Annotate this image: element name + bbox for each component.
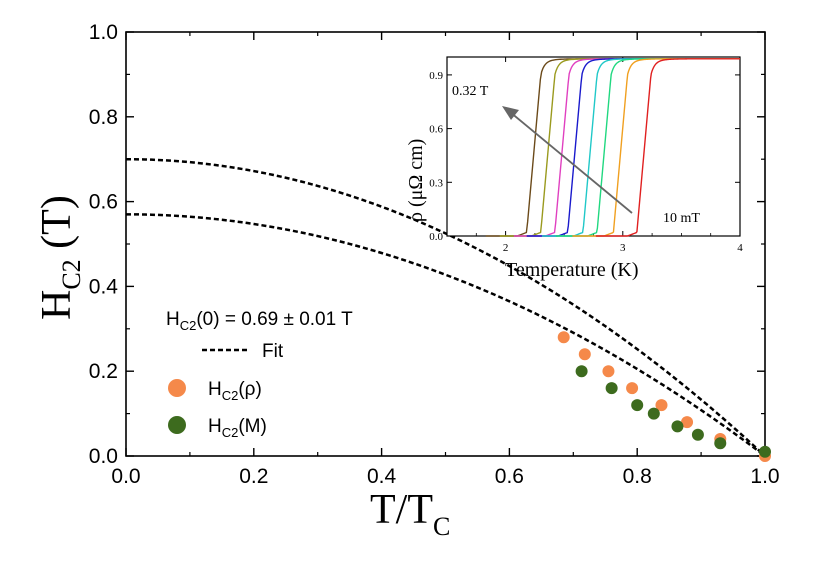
inset-plot: 2 3 4 0.0 0.3 0.6 0.9 0.32 T 10 mT Temperature… [405, 56, 743, 281]
inset-y-tick-label: 0.3 [429, 177, 443, 189]
x-tick-label: 0.8 [623, 465, 652, 488]
fit-curves [125, 157, 766, 457]
data-point [605, 382, 618, 395]
data-point [691, 428, 704, 441]
y-tick-label: 0.2 [89, 360, 118, 383]
fit-curve [125, 157, 766, 457]
inset-x-axis-label: Temperature (K) [505, 259, 639, 281]
inset-y-axis-label: ρ (μΩ cm) [405, 139, 427, 222]
y-axis-label: HC2 (T) [34, 195, 86, 320]
data-point [655, 399, 668, 412]
y-tick-label: 1.0 [89, 21, 118, 44]
resistivity-curve [595, 58, 740, 237]
legend-fit-label: Fit [262, 341, 284, 362]
inset-x-tick-label: 2 [503, 242, 509, 254]
x-tick-label: 0.6 [495, 465, 524, 488]
legend-m-marker [168, 416, 186, 434]
field-arrow-shaft [509, 111, 633, 214]
inset-ticks: 2 3 4 0.0 0.3 0.6 0.9 [429, 57, 743, 254]
fit-curve [125, 213, 766, 457]
data-point [578, 348, 591, 361]
data-point [575, 365, 588, 378]
data-point [626, 382, 639, 395]
x-tick-label: 0.4 [367, 465, 397, 488]
legend-m-label: HC2(M) [208, 416, 267, 440]
y-tick-label: 0.0 [89, 445, 118, 468]
x-tick-label: 0.0 [111, 465, 140, 488]
inset-y-tick-label: 0.0 [429, 231, 443, 243]
inset-plot-frame [446, 56, 741, 237]
data-point [631, 399, 644, 412]
y-tick-label: 0.4 [89, 275, 119, 298]
resistivity-curves [485, 58, 740, 237]
legend-rho-label: HC2(ρ) [208, 379, 262, 403]
data-point [557, 331, 570, 344]
inset-annotation-low-field: 10 mT [663, 211, 700, 226]
legend: Fit HC2(ρ) HC2(M) [168, 341, 284, 440]
legend-rho-marker [168, 379, 186, 397]
y-tick-label: 0.6 [89, 191, 118, 214]
x-tick-label: 1.0 [750, 465, 779, 488]
data-point [714, 437, 727, 450]
y-tick-label: 0.8 [89, 106, 118, 129]
main-plot: 0.0 0.2 0.4 0.6 0.8 1.0 0.0 0.2 0.4 0.6 0.8 1.0 HC2… [34, 21, 780, 541]
main-ticks: 0.0 0.2 0.4 0.6 0.8 1.0 0.0 0.2 0.4 0.6 0.8 1.0 [89, 21, 780, 488]
inset-y-tick-label: 0.9 [429, 70, 443, 82]
inset-x-tick-label: 3 [620, 242, 626, 254]
x-axis-label: T/TC [370, 487, 450, 541]
field-arrow-head [502, 106, 519, 120]
data-point [647, 407, 660, 420]
data-point [602, 365, 615, 378]
inset-y-tick-label: 0.6 [429, 124, 443, 136]
data-point [681, 416, 694, 429]
data-point [671, 420, 684, 433]
inset-x-tick-label: 4 [737, 242, 743, 254]
data-points [557, 331, 771, 462]
inset-annotation-high-field: 0.32 T [452, 84, 489, 99]
data-point [759, 445, 771, 458]
hc2-zero-annotation: HC2(0) = 0.69 ± 0.01 T [166, 309, 353, 333]
x-tick-label: 0.2 [239, 465, 268, 488]
